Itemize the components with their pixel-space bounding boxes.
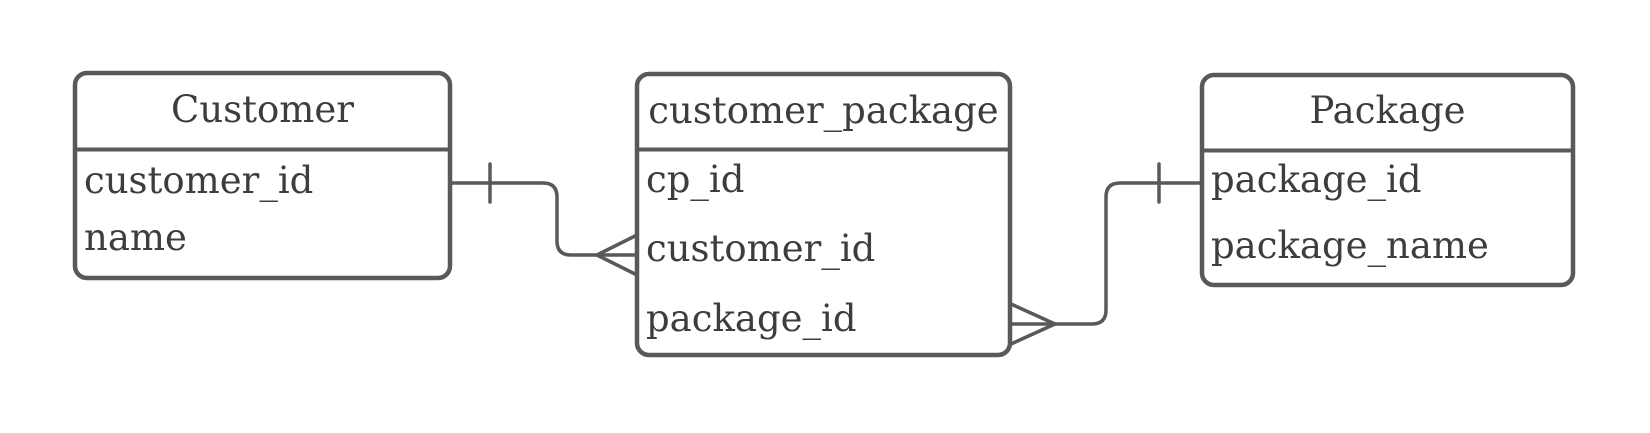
entity-field: cp_id [646, 158, 744, 202]
entity-box [72, 70, 453, 281]
entity-title: customer_package [648, 89, 998, 133]
entity-field: package_id [646, 297, 857, 341]
relationship-customer-to-customer-package [448, 162, 641, 278]
entity-field: customer_id [84, 159, 313, 203]
entity-field: package_name [1211, 224, 1489, 268]
relationship-line [448, 181, 599, 257]
entity-box [1199, 72, 1576, 288]
relationship-customer-package-to-package [1009, 162, 1204, 346]
entity-customer: Customer customer_id name [72, 70, 453, 281]
crow-foot-many-icon [595, 232, 641, 278]
entity-field: package_id [1211, 158, 1422, 202]
crow-foot-many-icon [1009, 302, 1057, 346]
entity-title: Package [1309, 89, 1465, 132]
relationship-line [1053, 181, 1204, 326]
entity-customer-package: customer_package cp_id customer_id packa… [634, 71, 1013, 358]
entity-field: name [84, 216, 187, 259]
entity-field: customer_id [646, 227, 875, 271]
entity-title: Customer [171, 88, 354, 131]
entity-package: Package package_id package_name [1199, 72, 1576, 288]
entity-box [634, 71, 1013, 358]
